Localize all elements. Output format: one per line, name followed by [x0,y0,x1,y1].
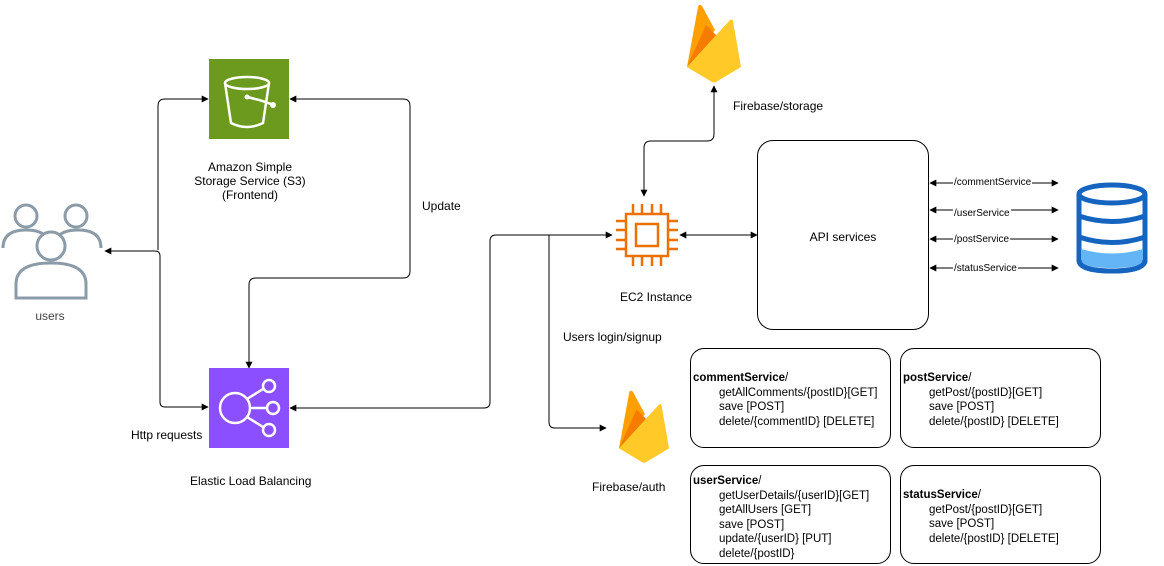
status-endpoint: getPost/{postID}[GET] [929,503,1043,516]
route-status-service: /statusService [953,263,1018,275]
ec2-label: EC2 Instance [620,290,693,304]
s3-label: Amazon Simple Storage Service (S3) (Fron… [180,160,320,202]
route-user-service: /userService [953,208,1011,220]
post-service-title: postService/ [903,372,972,384]
comment-service-title: commentService/ [693,372,789,384]
post-service-box: postService/ getPost/{postID}[GET] save … [900,348,1101,448]
http-requests-label: Http requests [131,428,203,442]
elb-label: Elastic Load Balancing [190,474,312,488]
comment-endpoint: getAllComments/{postID}[GET] [719,386,878,399]
edge-users-elb [104,247,209,411]
user-endpoint: delete/{postID} [719,547,795,560]
user-endpoint: save [POST] [719,518,785,531]
load-balancer-icon [209,368,289,448]
firebase-auth-icon [618,390,670,463]
s3-bucket-icon [209,59,289,139]
firebase-storage-label: Firebase/storage [733,99,824,113]
edge-update [245,95,411,369]
route-post-service: /postService [953,234,1011,246]
update-label: Update [422,199,461,213]
user-endpoint: getAllUsers [GET] [719,504,812,516]
comment-endpoint: save [POST] [719,401,785,413]
status-service-title: statusService/ [903,489,981,501]
firebase-auth-label: Firebase/auth [592,480,666,494]
post-endpoint: getPost/{postID}[GET] [929,386,1043,399]
comment-endpoint: delete/{commentID} [DELETE] [719,415,875,428]
firebase-storage-icon [687,4,741,83]
edge-storage [640,85,718,197]
user-service-title: userService/ [693,475,762,487]
status-service-box: statusService/ getPost/{postID}[GET] sav… [900,465,1101,564]
login-signup-label: Users login/signup [563,330,662,344]
s3-label-line3: (Frontend) [221,188,279,202]
edge-auth [548,235,607,432]
ec2-chip-icon [616,204,678,266]
user-endpoint: getUserDetails/{userID}[GET] [719,489,870,502]
status-endpoint: delete/{postID} [DELETE] [929,532,1059,545]
user-service-box: userService/ getUserDetails/{userID}[GET… [690,465,891,564]
s3-label-line2: Storage Service (S3) [194,174,306,188]
users-icon [1,203,103,300]
status-endpoint: save [POST] [929,518,995,530]
database-icon [1076,182,1148,274]
api-services-box: API services [757,140,929,330]
user-endpoint: update/{userID} [PUT] [719,533,832,545]
route-comment-service: /commentService [953,177,1033,189]
post-endpoint: save [POST] [929,401,995,413]
s3-label-line1: Amazon Simple [207,160,293,174]
edge-users-s3 [157,95,209,250]
edge-elb-ec2 [289,231,613,412]
comment-service-box: commentService/ getAllComments/{postID}[… [690,348,891,448]
users-label: users [35,309,65,323]
post-endpoint: delete/{postID} [DELETE] [929,415,1059,428]
api-services-label: API services [809,230,877,244]
